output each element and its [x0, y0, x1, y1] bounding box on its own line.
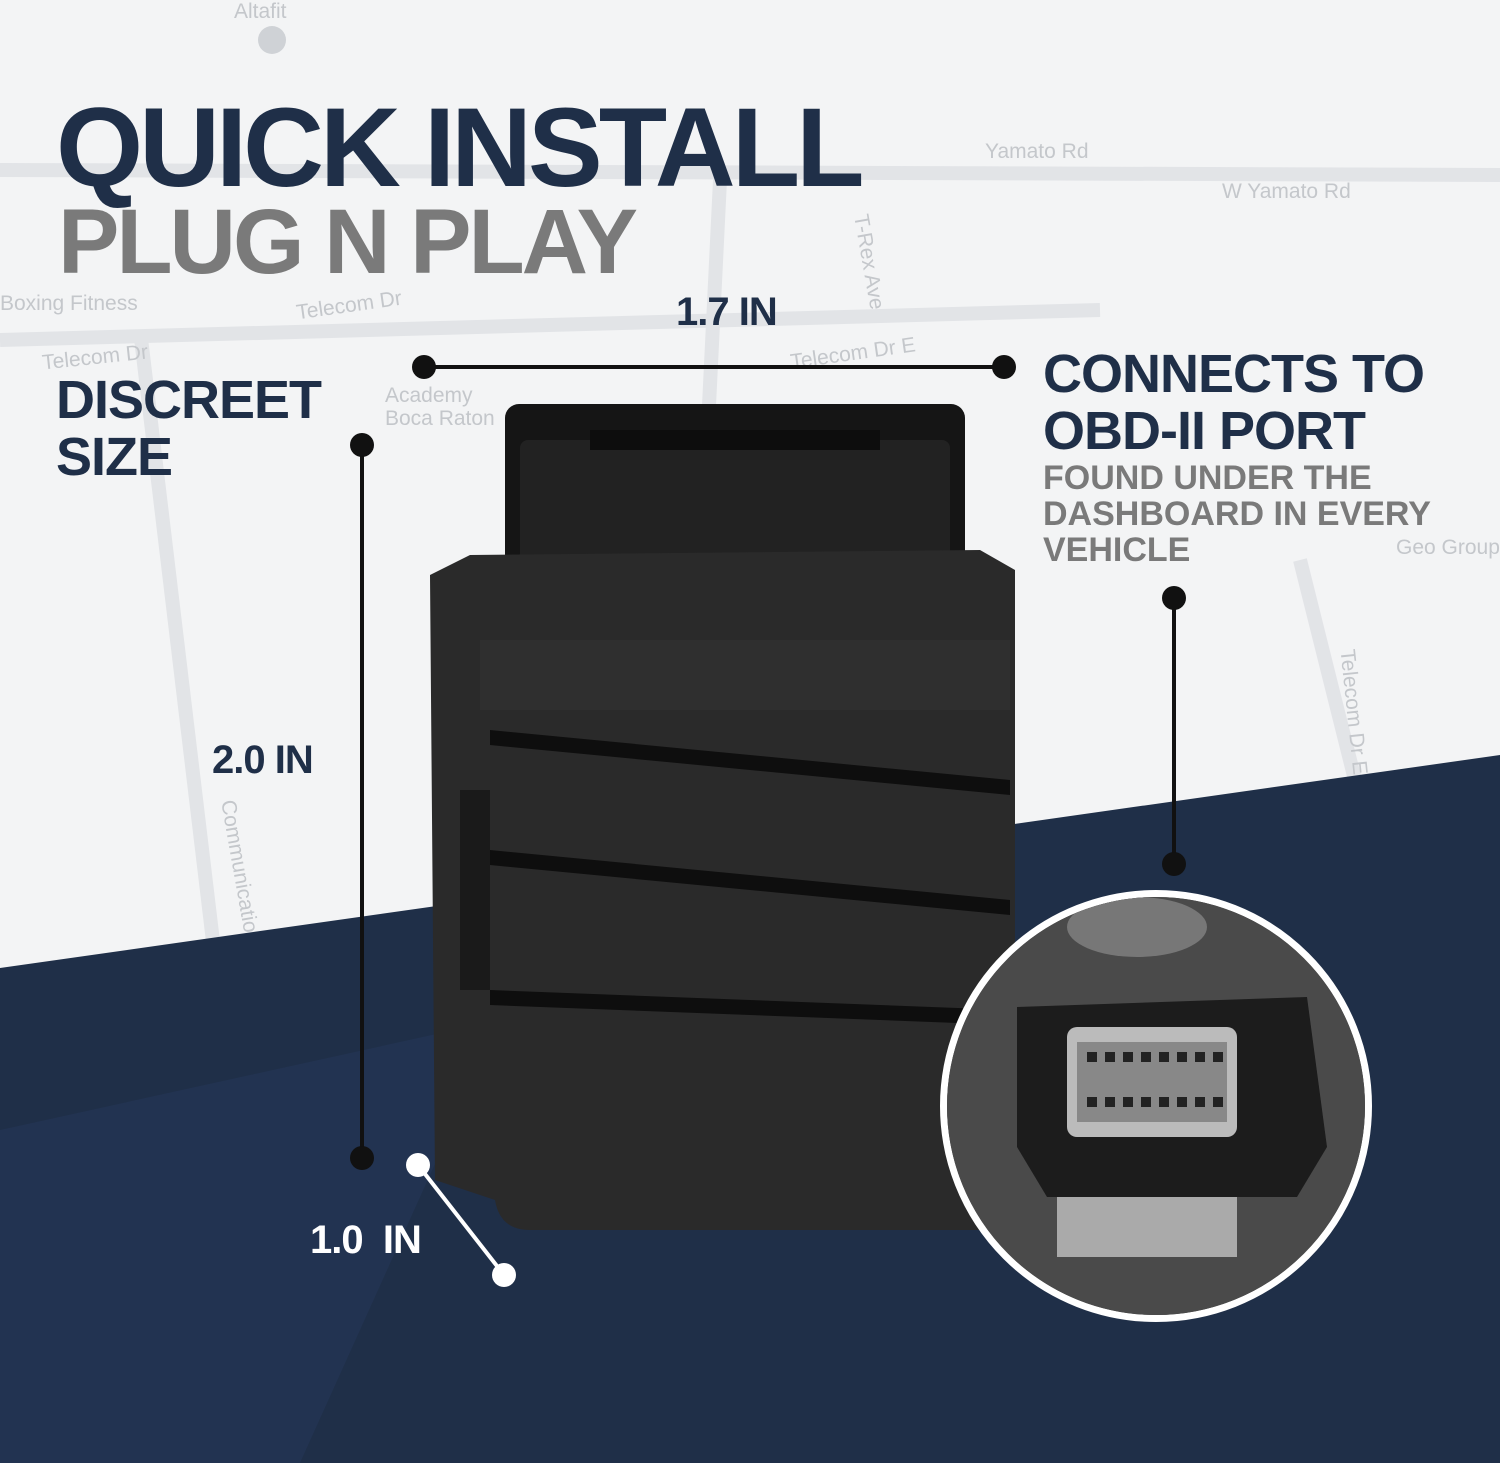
headline-title: QUICK INSTALL [56, 85, 865, 210]
port-desc-line: DASHBOARD IN EVERY [1043, 495, 1431, 534]
map-label: Boxing Fitness [0, 292, 138, 315]
map-label: W Yamato Rd [1222, 180, 1351, 203]
port-title-line: CONNECTS TO [1043, 344, 1425, 404]
port-feature-title: CONNECTS TO OBD-II PORT [1043, 344, 1425, 461]
size-feature-title: DISCREET SIZE [56, 370, 322, 487]
map-label: Geo Group [1396, 536, 1500, 559]
map-label: Academy Boca Raton [385, 384, 495, 431]
port-desc-line: FOUND UNDER THE [1043, 459, 1372, 497]
map-label: Altafit [234, 0, 287, 23]
obd-port-photo-inset [940, 890, 1372, 1322]
depth-dimension-label: 1.0 IN [310, 1218, 422, 1262]
width-dimension-label: 1.7 IN [676, 290, 778, 334]
size-title-line: SIZE [56, 426, 173, 487]
headline-subtitle: PLUG N PLAY [58, 191, 638, 293]
size-title-line: DISCREET [56, 370, 322, 430]
port-feature-description: FOUND UNDER THE DASHBOARD IN EVERY VEHIC… [1043, 460, 1431, 568]
height-dimension-label: 2.0 IN [212, 738, 314, 782]
port-desc-line: VEHICLE [1043, 531, 1191, 570]
obd-device-image [430, 404, 1015, 1230]
map-label: Yamato Rd [985, 140, 1089, 163]
port-title-line: OBD-II PORT [1043, 400, 1366, 461]
